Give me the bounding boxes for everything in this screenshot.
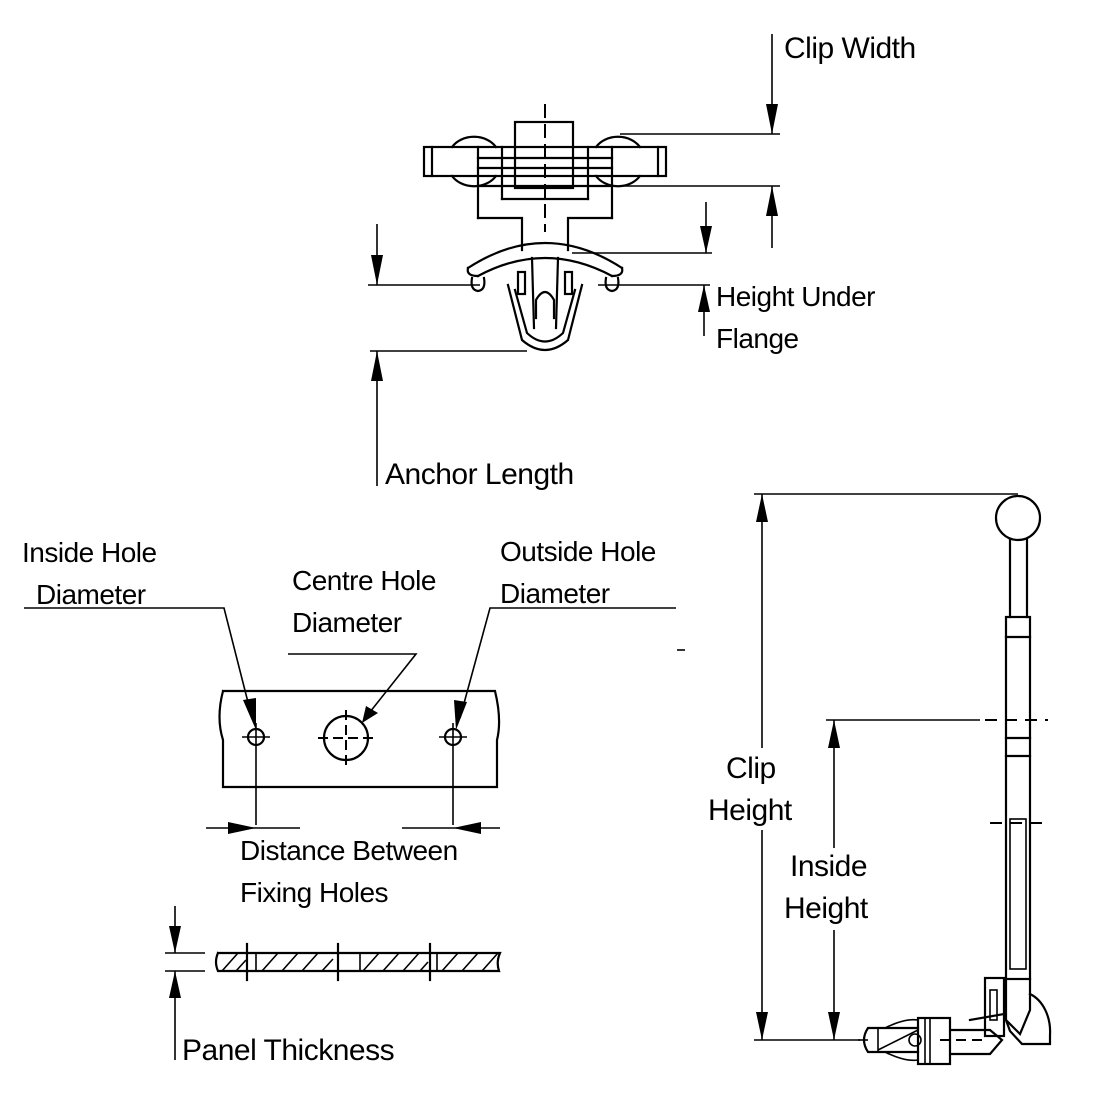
clip-height-arrow-down bbox=[756, 1012, 768, 1040]
height-under-flange-label-2: Flange bbox=[716, 323, 799, 354]
inside-height-arrow-up bbox=[828, 720, 840, 748]
anchor-outer bbox=[506, 283, 584, 352]
clip-width-label: Clip Width bbox=[784, 32, 916, 65]
left-ear-top bbox=[450, 135, 498, 149]
inside-hole-diameter-label-1: Inside Hole bbox=[22, 537, 157, 568]
centre-hole-arrow bbox=[362, 706, 378, 723]
flange-arrow-down bbox=[700, 226, 712, 253]
inside-hole-diameter-label-2: Diameter bbox=[36, 579, 146, 610]
clip-collar bbox=[916, 1016, 952, 1066]
panel-outline bbox=[218, 689, 501, 789]
clip-height-label-2: Height bbox=[708, 794, 793, 827]
inside-height-label-1: Inside bbox=[790, 850, 867, 883]
clip-arm bbox=[949, 1028, 1004, 1056]
flange-arrow-up bbox=[698, 285, 710, 312]
centre-hole-diameter-label-2: Diameter bbox=[292, 607, 402, 638]
thickness-arrow-up bbox=[169, 971, 181, 998]
anchor-arrow-down bbox=[371, 255, 383, 285]
centre-hole-diameter-label-1: Centre Hole bbox=[292, 565, 436, 596]
anchor-arrow-up bbox=[371, 351, 383, 381]
distance-between-label-2: Fixing Holes bbox=[240, 877, 388, 908]
inside-height-label-2: Height bbox=[784, 892, 869, 925]
clip-shaft bbox=[1004, 615, 1032, 981]
clip-side-view: Clip Height Inside Height bbox=[708, 493, 1052, 1066]
clip-front-view: Clip Width Height Under Flange Anchor Le… bbox=[368, 32, 916, 491]
distance-arrow-right bbox=[453, 822, 481, 834]
clip-foot-curve bbox=[1004, 992, 1052, 1046]
clip-ball-head bbox=[994, 494, 1042, 542]
flange-top bbox=[466, 241, 624, 270]
panel-thickness-label: Panel Thickness bbox=[182, 1034, 394, 1067]
anchor-length-label: Anchor Length bbox=[385, 458, 574, 491]
clip-height-label-1: Clip bbox=[726, 752, 776, 785]
panel-hole-plan-view: Inside Hole Diameter Centre Hole Diamete… bbox=[22, 536, 685, 908]
height-under-flange-label-1: Height Under bbox=[716, 281, 875, 312]
distance-between-label-1: Distance Between bbox=[240, 835, 458, 866]
right-ear-top bbox=[594, 135, 642, 149]
inside-hole-arrow bbox=[243, 698, 256, 730]
clip-width-arrow-down bbox=[766, 104, 778, 134]
right-ear-bottom bbox=[594, 174, 642, 188]
section-hatching bbox=[221, 952, 499, 972]
panel-section-view: Panel Thickness bbox=[165, 906, 502, 1067]
thickness-arrow-down bbox=[169, 926, 181, 953]
distance-arrow-left bbox=[228, 822, 256, 834]
clip-width-arrow-up bbox=[766, 186, 778, 216]
inside-height-arrow-down bbox=[828, 1012, 840, 1040]
panel-section bbox=[214, 951, 502, 973]
left-ear-bottom bbox=[450, 174, 498, 188]
outside-hole-diameter-label-2: Diameter bbox=[500, 578, 610, 609]
clip-tip bbox=[862, 1026, 920, 1054]
clip-height-arrow-up bbox=[756, 494, 768, 522]
outside-hole-diameter-label-1: Outside Hole bbox=[500, 536, 656, 567]
outside-hole-arrow bbox=[454, 700, 467, 730]
centre-hole bbox=[322, 714, 370, 762]
